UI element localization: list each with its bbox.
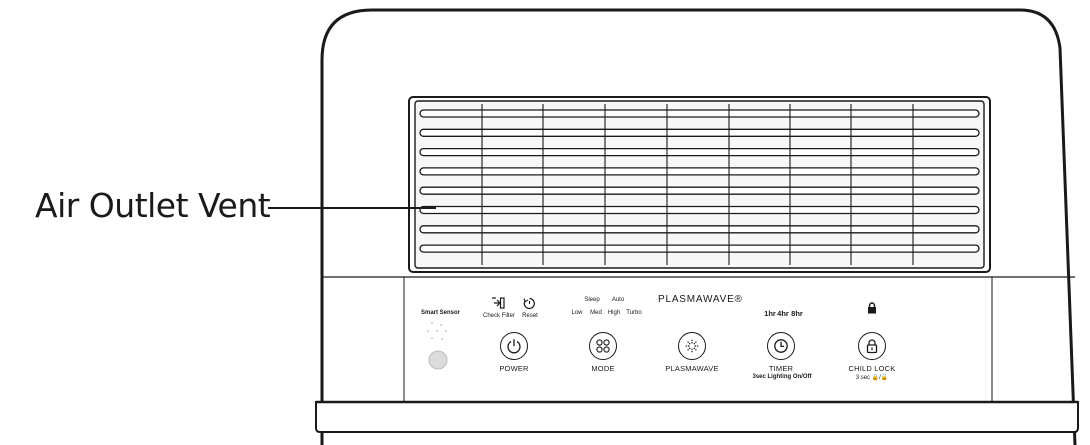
plasmawave-button-label: PLASMAWAVE (665, 364, 719, 373)
vent-louver (419, 225, 980, 234)
timer-button[interactable] (767, 332, 795, 360)
vent-louver (419, 244, 980, 253)
timer-button-label: TIMER (768, 364, 794, 373)
mode-button-label: MODE (591, 364, 615, 373)
child-lock-button-label: CHILD LOCK (848, 364, 896, 373)
mode-level-auto: Auto (611, 297, 625, 303)
sensor-dot (431, 322, 433, 324)
vent-louver (419, 109, 980, 118)
sensor-dot (427, 330, 429, 332)
timer-level-4hr: 4hr (777, 309, 789, 318)
vent-louver (419, 147, 980, 157)
sensor-dot (436, 330, 438, 332)
plasmawave-icon (685, 339, 699, 353)
reset-icon (523, 297, 535, 310)
callout-air-outlet-vent: Air Outlet Vent (35, 186, 271, 225)
sensor-dot (441, 338, 443, 340)
smart-sensor (427, 322, 447, 340)
mode-level-med: Med (590, 310, 602, 316)
vent-louver (419, 205, 980, 215)
lock-indicator-icon (868, 302, 876, 314)
power-button[interactable] (500, 332, 528, 360)
smart-sensor-label: Smart Sensor (421, 310, 461, 316)
purifier-base (315, 401, 1079, 433)
sensor-dot (445, 330, 447, 332)
timer-level-8hr: 8hr (791, 309, 803, 318)
timer-level-1hr: 1hr (764, 309, 776, 318)
smart-sensor-window (428, 350, 448, 370)
lock-icon (866, 339, 878, 354)
mode-grid-icon (596, 339, 610, 353)
child-lock-button[interactable] (858, 332, 886, 360)
air-outlet-vent (408, 96, 991, 273)
mode-level-sleep: Sleep (584, 297, 600, 303)
mode-level-turbo: Turbo (626, 310, 642, 316)
plasmawave-brand: PLASMAWAVE® (658, 294, 743, 305)
vent-louver (419, 128, 980, 137)
power-icon (507, 339, 521, 354)
mode-level-low: Low (571, 310, 583, 316)
vent-louver (419, 186, 980, 195)
power-button-label: POWER (499, 364, 529, 373)
clock-icon (774, 339, 788, 353)
filter-icon (492, 297, 505, 309)
sensor-dot (440, 324, 442, 326)
mode-level-high: High (607, 310, 621, 316)
timer-button-sublabel: 3sec Lighting On/Off (752, 374, 812, 380)
plasmawave-button[interactable] (678, 332, 706, 360)
check-filter-label: Check Filter (482, 313, 516, 319)
mode-button[interactable] (589, 332, 617, 360)
reset-label: Reset (522, 313, 538, 319)
sensor-dot (431, 337, 433, 339)
vent-louver (419, 167, 980, 176)
child-lock-button-sublabel: 3 sec 🔒/🔓 (855, 375, 889, 381)
